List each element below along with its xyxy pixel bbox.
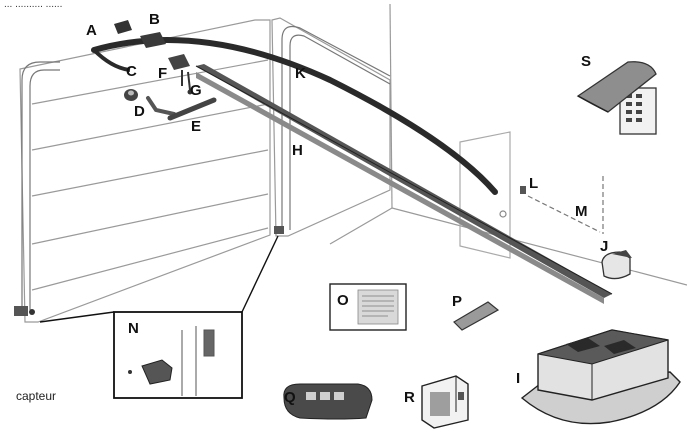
label-b: B: [149, 11, 160, 28]
label-k: K: [295, 65, 306, 82]
label-i: I: [516, 370, 520, 387]
part-d-l-bracket: [146, 96, 176, 116]
part-f-trolley: [168, 54, 190, 86]
label-d: D: [134, 103, 145, 120]
part-p-wedge: [453, 301, 500, 331]
part-q-remote: [283, 383, 373, 420]
part-r-receiver: [421, 375, 469, 429]
label-g: G: [190, 82, 202, 99]
label-s: S: [581, 53, 591, 70]
label-p: P: [452, 293, 462, 310]
part-e-bar: [167, 97, 217, 121]
label-f: F: [158, 65, 167, 82]
label-h: H: [292, 142, 303, 159]
garage-room-lines: [19, 3, 687, 323]
part-m-dashed-line: [527, 195, 601, 233]
part-i-motor-unit: [520, 329, 681, 425]
header-fragment: ... .......... ......: [4, 0, 62, 10]
label-q: Q: [284, 389, 296, 406]
label-j: J: [600, 238, 608, 255]
label-a: A: [86, 22, 97, 39]
label-e: E: [191, 118, 201, 135]
caption-capteur: capteur: [16, 389, 56, 403]
label-r: R: [404, 389, 415, 406]
sensor-left: [14, 306, 35, 316]
inset-n-box: [39, 235, 279, 399]
part-b-bracket: [114, 20, 166, 48]
part-j-cover: [601, 250, 632, 280]
sensor-right: [274, 226, 284, 234]
label-o: O: [337, 292, 349, 309]
label-l: L: [529, 175, 538, 192]
part-c-round-bracket: [124, 89, 138, 101]
label-c: C: [126, 63, 137, 80]
part-o-manual: [329, 283, 407, 331]
part-l-small-block: [520, 186, 526, 194]
part-g-hanger: [187, 71, 193, 95]
part-s-keypad: [576, 61, 657, 135]
part-h-rail: [195, 64, 613, 304]
label-m: M: [575, 203, 588, 220]
label-n: N: [128, 320, 139, 337]
